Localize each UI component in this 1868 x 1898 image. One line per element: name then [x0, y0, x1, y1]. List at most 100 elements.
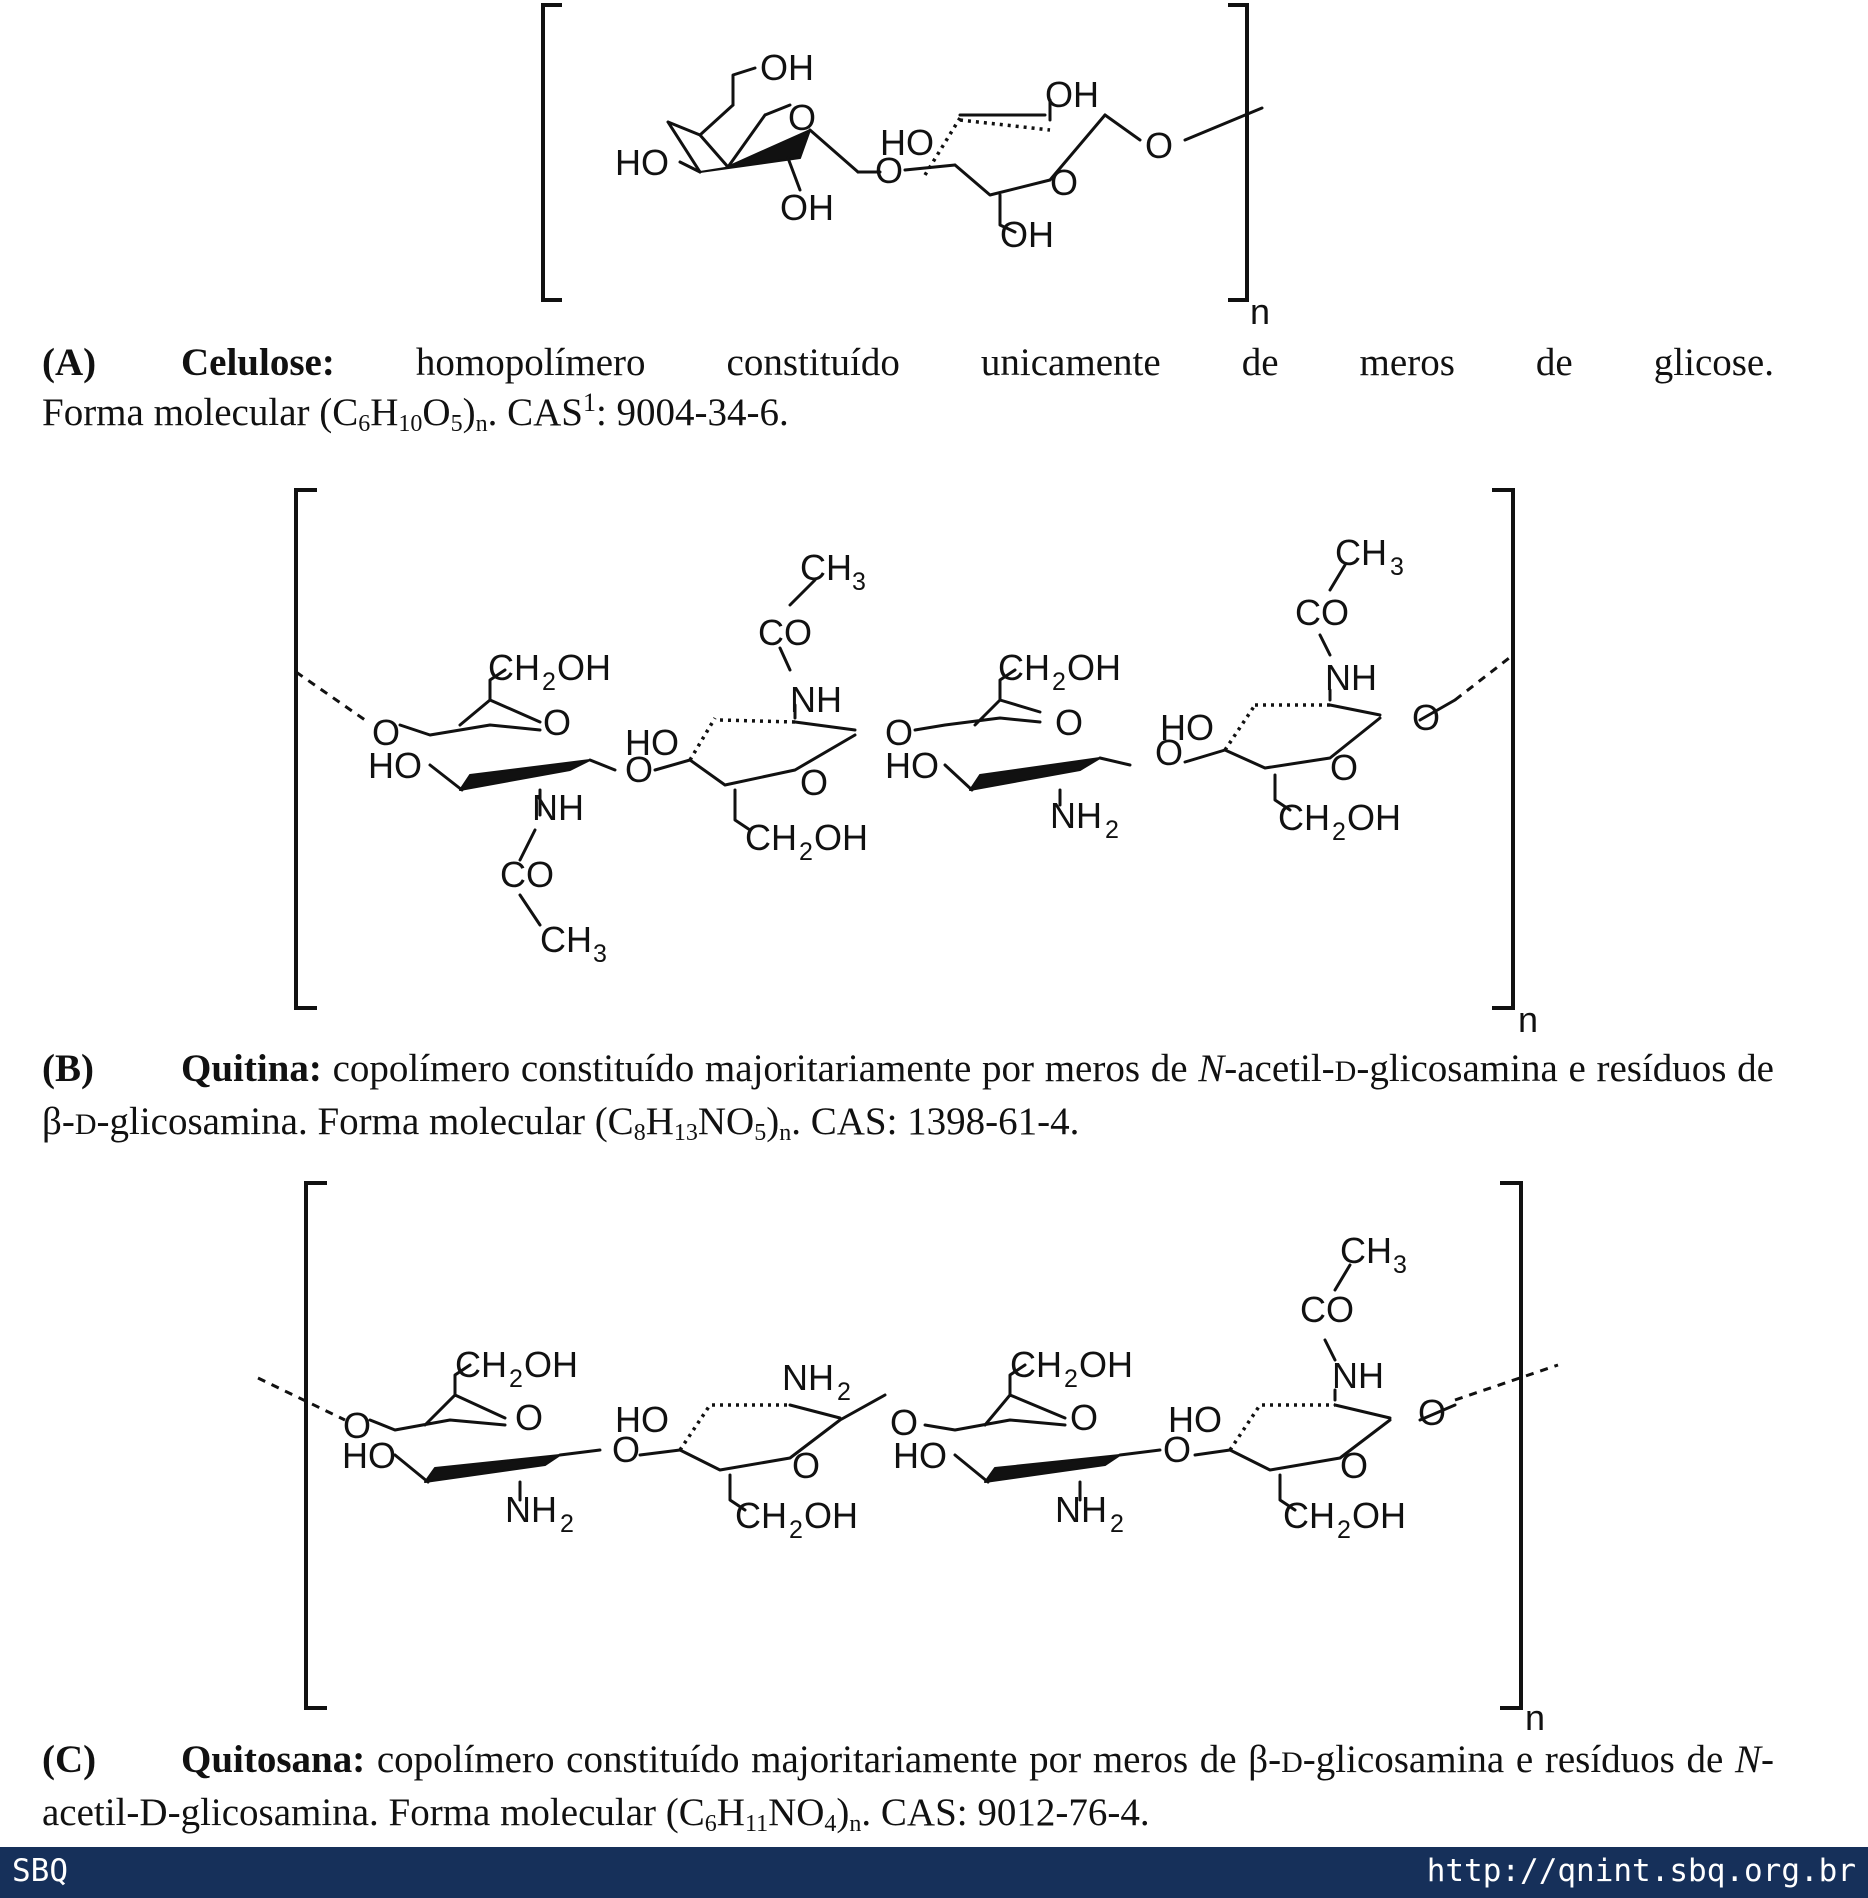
svg-text:NH: NH — [790, 679, 842, 720]
svg-text:HO: HO — [368, 745, 422, 786]
left-bracket — [541, 3, 562, 302]
svg-text:OH: OH — [1067, 647, 1121, 688]
svg-text:O: O — [612, 1429, 640, 1470]
svg-text:O: O — [1418, 1392, 1446, 1433]
caption-chitin: (B)Quitina: copolímero constituído major… — [42, 1047, 1774, 1146]
svg-text:O: O — [1340, 1445, 1368, 1486]
svg-text:NH: NH — [505, 1489, 557, 1530]
svg-text:CO: CO — [758, 612, 812, 653]
svg-text:CH: CH — [540, 919, 592, 960]
svg-text:2: 2 — [560, 1510, 574, 1538]
svg-text:CH: CH — [745, 817, 797, 858]
svg-text:OH: OH — [524, 1344, 578, 1385]
svg-text:2: 2 — [509, 1365, 523, 1393]
svg-text:O: O — [1070, 1397, 1098, 1438]
caption-chitosan: (C)Quitosana: copolímero constituído maj… — [42, 1738, 1774, 1837]
svg-text:CH: CH — [1340, 1230, 1392, 1271]
svg-text:NH: NH — [1055, 1489, 1107, 1530]
svg-text:HO: HO — [342, 1435, 396, 1476]
svg-text:CH: CH — [1278, 797, 1330, 838]
svg-text:NH: NH — [1325, 657, 1377, 698]
svg-text:HO: HO — [1160, 707, 1214, 748]
svg-text:CH: CH — [455, 1344, 507, 1385]
svg-text:OH: OH — [557, 647, 611, 688]
svg-text:2: 2 — [1064, 1365, 1078, 1393]
svg-text:NH: NH — [782, 1357, 834, 1398]
svg-text:3: 3 — [593, 940, 607, 968]
svg-text:O: O — [1050, 162, 1078, 203]
svg-text:CO: CO — [1295, 592, 1349, 633]
left-bracket — [304, 1181, 327, 1710]
svg-text:O: O — [885, 712, 913, 753]
svg-text:HO: HO — [893, 1435, 947, 1476]
svg-text:OH: OH — [1352, 1495, 1406, 1536]
footer-url-link[interactable]: http://qnint.sbq.org.br — [1426, 1853, 1856, 1889]
svg-text:HO: HO — [625, 722, 679, 763]
svg-text:HO: HO — [1168, 1399, 1222, 1440]
svg-text:HO: HO — [615, 142, 669, 183]
svg-text:OH: OH — [1045, 74, 1099, 115]
svg-text:CH: CH — [1335, 532, 1387, 573]
svg-text:O: O — [1155, 732, 1183, 773]
svg-text:O: O — [1145, 125, 1173, 166]
svg-text:OH: OH — [814, 817, 868, 858]
svg-text:2: 2 — [837, 1378, 851, 1406]
repeat-n-label: n — [1250, 291, 1270, 332]
svg-text:2: 2 — [1105, 816, 1119, 844]
svg-text:CH: CH — [1283, 1495, 1335, 1536]
svg-text:2: 2 — [799, 838, 813, 866]
svg-text:O: O — [890, 1402, 918, 1443]
svg-text:OH: OH — [1079, 1344, 1133, 1385]
svg-text:2: 2 — [1110, 1510, 1124, 1538]
svg-text:O: O — [343, 1405, 371, 1446]
svg-text:O: O — [1055, 702, 1083, 743]
caption-cellulose: (A)Celulose: homopolímero constituído un… — [42, 341, 1774, 437]
svg-text:NH: NH — [1332, 1355, 1384, 1396]
svg-text:n: n — [1525, 1697, 1545, 1730]
svg-text:3: 3 — [1390, 553, 1404, 581]
svg-text:OH: OH — [1347, 797, 1401, 838]
svg-text:O: O — [372, 712, 400, 753]
svg-text:2: 2 — [1332, 818, 1346, 846]
svg-text:O: O — [1330, 747, 1358, 788]
svg-text:n: n — [1518, 999, 1538, 1040]
svg-text:2: 2 — [789, 1516, 803, 1544]
svg-text:O: O — [788, 97, 816, 138]
svg-text:O: O — [875, 150, 903, 191]
svg-text:3: 3 — [852, 568, 866, 596]
right-bracket — [1500, 1181, 1523, 1710]
right-bracket — [1492, 488, 1515, 1010]
svg-text:CH: CH — [1010, 1344, 1062, 1385]
svg-text:O: O — [1163, 1429, 1191, 1470]
svg-text:CO: CO — [1300, 1289, 1354, 1330]
svg-text:CH: CH — [800, 547, 852, 588]
svg-text:CO: CO — [500, 854, 554, 895]
right-bracket — [1228, 3, 1249, 302]
svg-text:HO: HO — [885, 745, 939, 786]
svg-text:CH: CH — [998, 647, 1050, 688]
svg-text:OH: OH — [1000, 214, 1054, 255]
svg-text:HO: HO — [615, 1399, 669, 1440]
svg-text:OH: OH — [804, 1495, 858, 1536]
svg-text:O: O — [515, 1397, 543, 1438]
svg-text:2: 2 — [542, 668, 556, 696]
svg-text:OH: OH — [760, 47, 814, 88]
left-bracket — [294, 488, 317, 1010]
cellulose-structure: n OH O HO OH O OH HO O O OH — [541, 3, 1270, 332]
svg-text:3: 3 — [1393, 1251, 1407, 1279]
footer-brand: SBQ — [12, 1853, 68, 1889]
chitin-structure: n CH 2 OH O O HO NH CO CH 3 O CH 3 CO NH… — [294, 488, 1538, 1040]
svg-text:CH: CH — [735, 1495, 787, 1536]
svg-text:O: O — [543, 702, 571, 743]
chitosan-structure: n CH 2 OH O O HO NH 2 O NH 2 HO O CH 2 O… — [257, 1181, 1559, 1730]
footer-bar: SBQ http://qnint.sbq.org.br — [0, 1847, 1868, 1898]
svg-text:NH: NH — [532, 787, 584, 828]
svg-text:CH: CH — [488, 647, 540, 688]
svg-text:O: O — [625, 749, 653, 790]
svg-text:2: 2 — [1052, 668, 1066, 696]
svg-text:O: O — [792, 1445, 820, 1486]
svg-text:NH: NH — [1050, 795, 1102, 836]
svg-text:OH: OH — [780, 187, 834, 228]
svg-text:O: O — [1412, 697, 1440, 738]
svg-text:O: O — [800, 762, 828, 803]
